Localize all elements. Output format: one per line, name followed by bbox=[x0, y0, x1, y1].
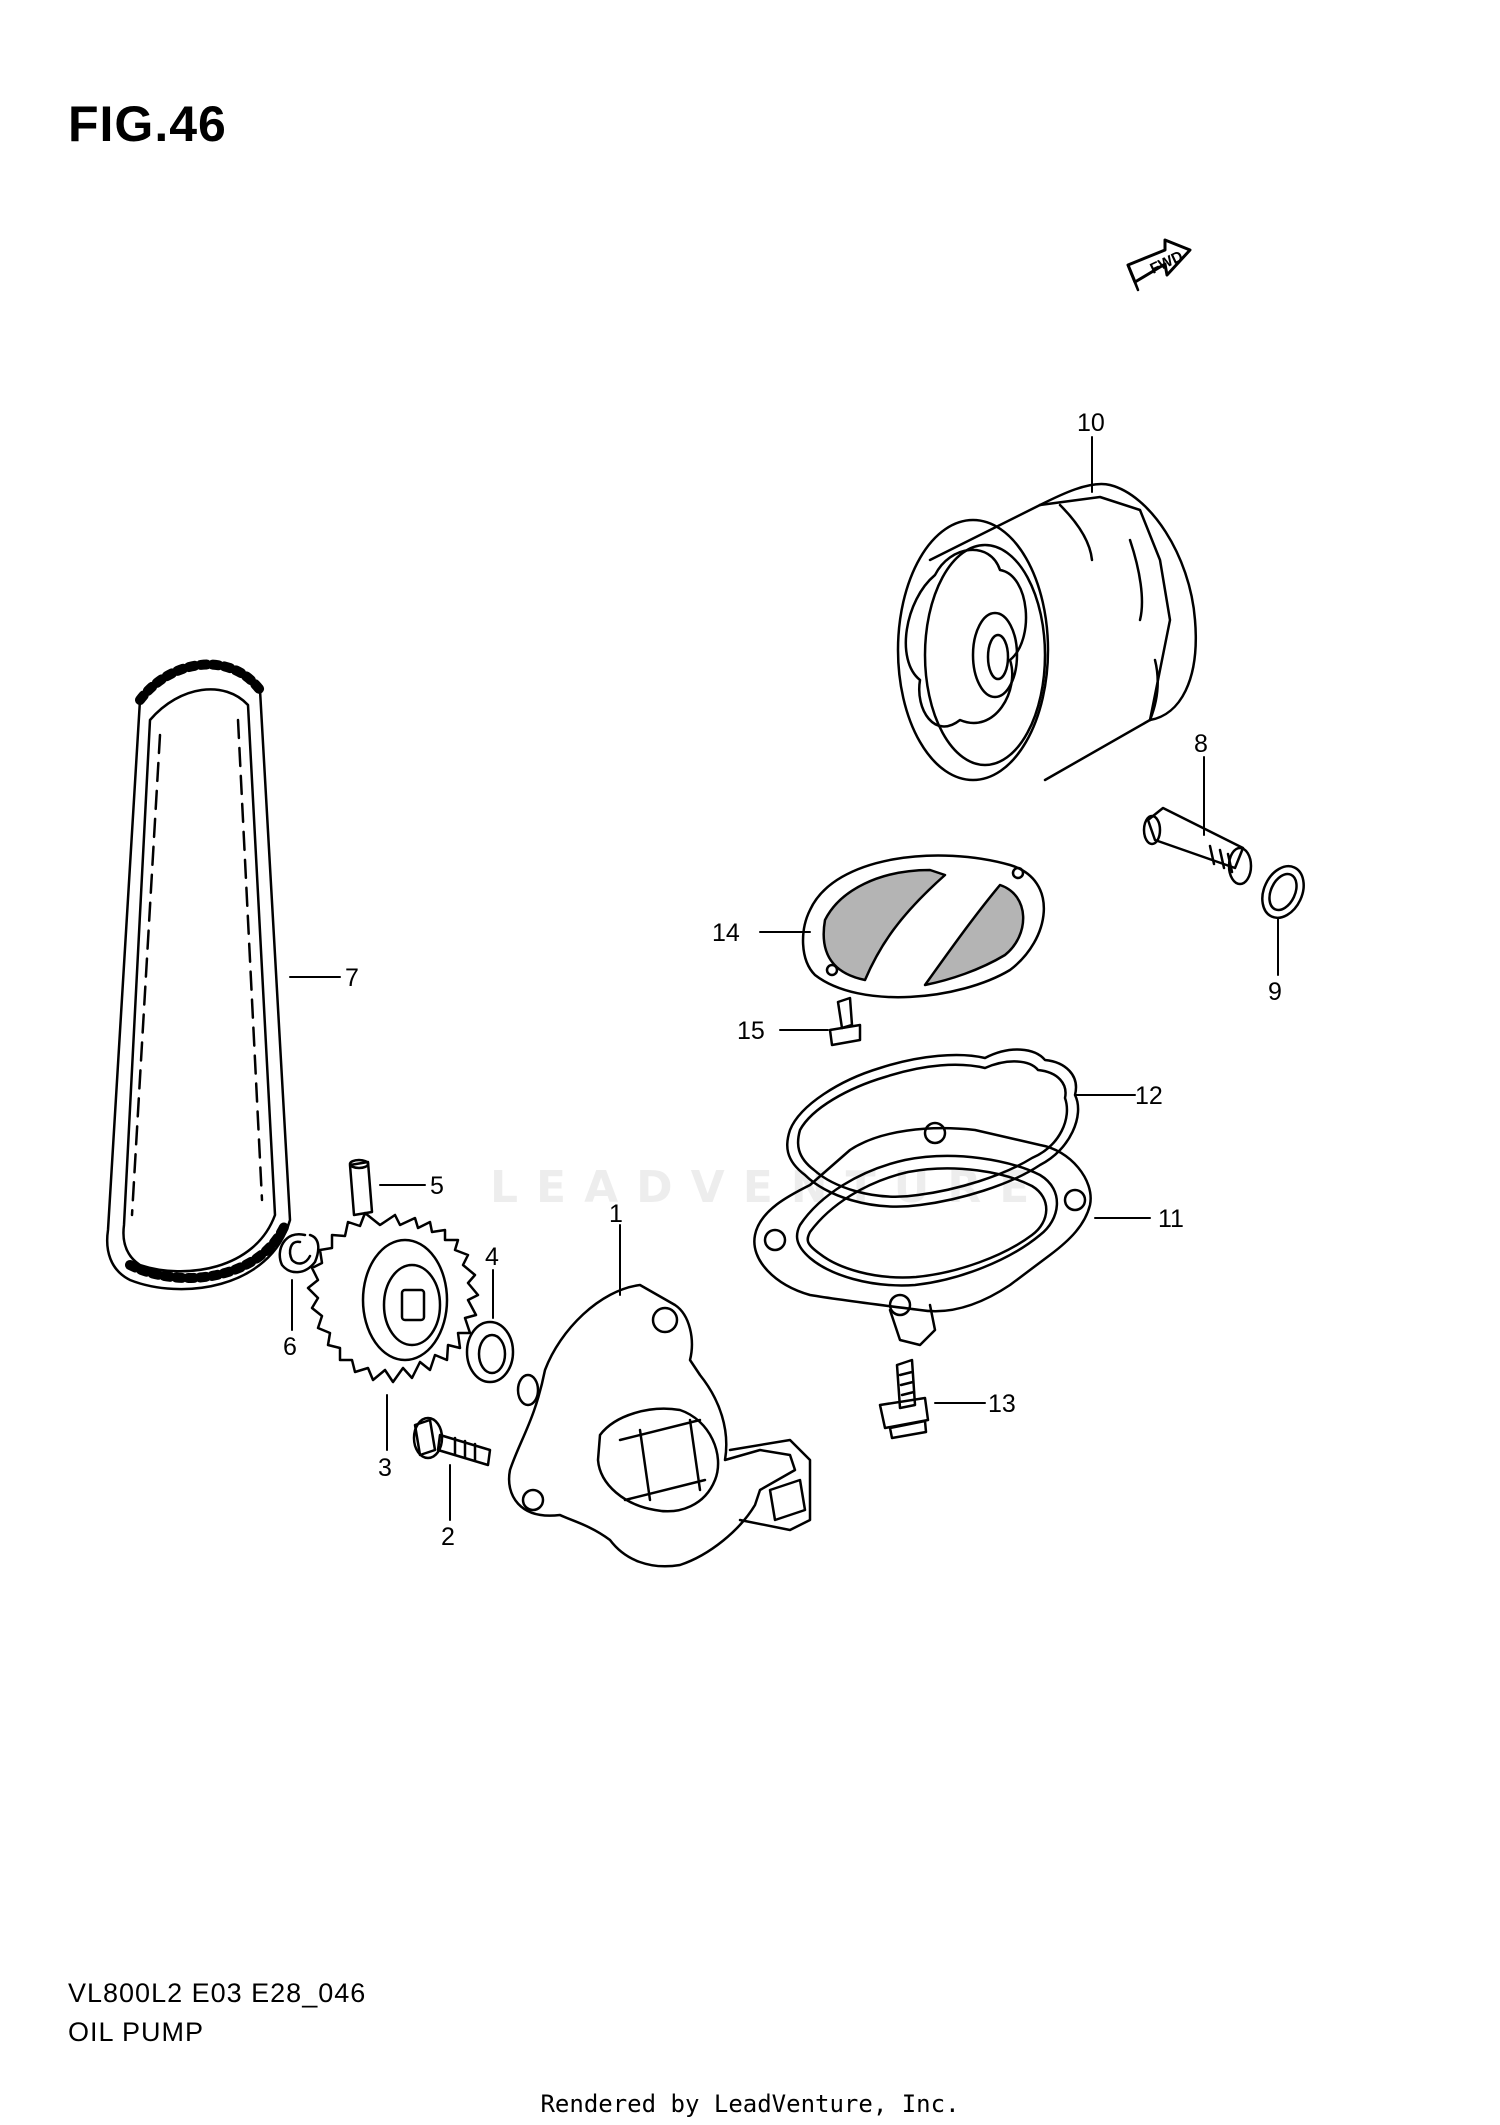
fwd-arrow-icon bbox=[1126, 238, 1192, 292]
callout-15: 15 bbox=[737, 1017, 765, 1045]
oil-strainer-part bbox=[759, 854, 1046, 999]
callout-2: 2 bbox=[441, 1523, 455, 1551]
oil-pan-gasket-part bbox=[786, 1048, 1136, 1208]
figure-title: FIG.46 bbox=[68, 96, 227, 152]
oil-pan-cover-part bbox=[753, 1121, 1151, 1347]
diagram-name: OIL PUMP bbox=[68, 2017, 205, 2047]
callout-7: 7 bbox=[345, 964, 359, 992]
drive-chain-part bbox=[106, 659, 341, 1291]
oil-filter-part bbox=[896, 436, 1197, 782]
callout-11: 11 bbox=[1158, 1205, 1184, 1233]
pin-part bbox=[348, 1158, 426, 1217]
model-code: VL800L2 E03 E28_046 bbox=[68, 1978, 367, 2008]
callout-6: 6 bbox=[283, 1333, 297, 1361]
oil-pump-sprocket-part bbox=[306, 1211, 480, 1451]
callout-8: 8 bbox=[1194, 730, 1208, 758]
callout-3: 3 bbox=[378, 1454, 392, 1482]
washer-9-part bbox=[1261, 864, 1305, 976]
oil-filter-nipple-part bbox=[1142, 756, 1253, 886]
callout-12: 12 bbox=[1135, 1082, 1163, 1110]
watermark: LEADVENTURE bbox=[490, 1162, 1048, 1213]
oil-pump-part bbox=[507, 1224, 812, 1568]
callout-9: 9 bbox=[1268, 978, 1282, 1006]
footer-credit: Rendered by LeadVenture, Inc. bbox=[540, 2090, 960, 2118]
callout-13: 13 bbox=[988, 1390, 1016, 1418]
bolt-13-part bbox=[878, 1358, 986, 1440]
washer-4-part bbox=[465, 1269, 515, 1384]
callout-5: 5 bbox=[430, 1172, 444, 1200]
callout-4: 4 bbox=[485, 1243, 499, 1271]
callout-14: 14 bbox=[712, 919, 740, 947]
circlip-part bbox=[278, 1232, 320, 1331]
callout-10: 10 bbox=[1077, 409, 1105, 437]
callout-1: 1 bbox=[609, 1200, 623, 1228]
bolt-15-part bbox=[779, 996, 862, 1047]
bolt-2-part bbox=[412, 1416, 492, 1521]
